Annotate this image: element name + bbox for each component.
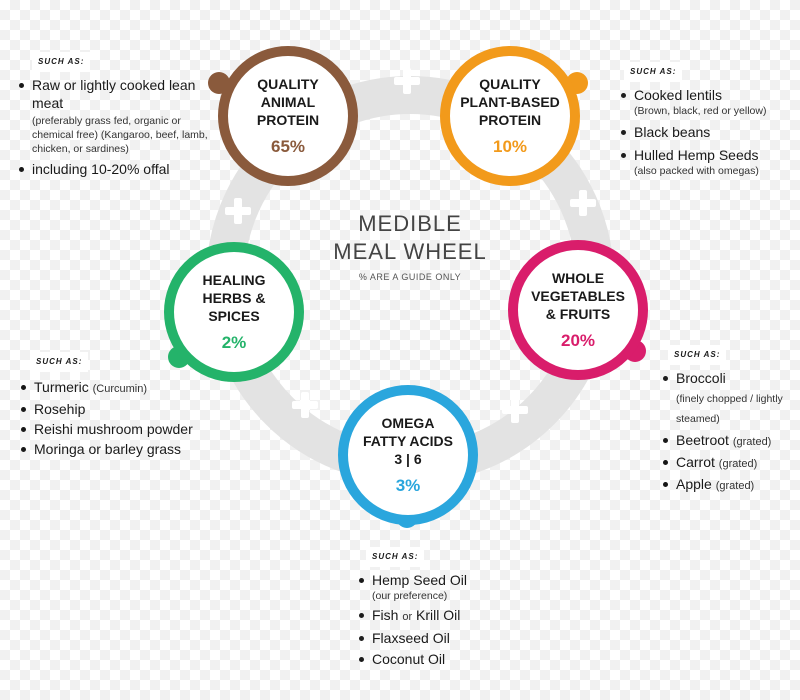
list-item: Moringa or barley grass: [20, 440, 250, 458]
node-label: ANIMAL: [260, 94, 316, 110]
list-item: Apple (grated): [662, 475, 792, 495]
node-label: WHOLE: [551, 270, 605, 286]
node-label: SPICES: [208, 308, 260, 324]
node-label: HEALING: [202, 272, 266, 288]
node-herbs-spices: HEALING HERBS & SPICES 2%: [164, 242, 304, 382]
node-percent: 3%: [395, 476, 421, 495]
node-label: FATTY ACIDS: [363, 433, 453, 449]
list-item: Coconut Oil: [358, 650, 558, 668]
list-item: Reishi mushroom powder: [20, 420, 250, 438]
plus-icon: [223, 196, 253, 226]
plus-icon: [290, 390, 320, 420]
node-label: 3 | 6: [394, 451, 422, 467]
list-item: Turmeric (Curcumin): [20, 378, 250, 398]
list-item: Raw or lightly cooked lean meat (prefera…: [18, 76, 208, 156]
node-label: HERBS &: [202, 290, 266, 306]
node-omega-fatty-acids: OMEGA FATTY ACIDS 3 | 6 3%: [338, 385, 478, 525]
item-note: (grated): [718, 458, 758, 470]
wheel-title: MEDIBLE MEAL WHEEL: [310, 210, 510, 266]
node-label: & FRUITS: [545, 306, 611, 322]
list-item: Fish or Krill Oil: [358, 606, 558, 626]
list-item: Carrot (grated): [662, 453, 792, 473]
such-as-label: SUCH AS:: [366, 547, 425, 567]
item-note: (also packed with omegas): [634, 165, 759, 177]
title-line2: MEAL WHEEL: [333, 239, 487, 264]
list-item: Cooked lentils (Brown, black, red or yel…: [620, 86, 798, 118]
plus-icon: [568, 188, 598, 218]
item-note: (Brown, black, red or yellow): [634, 105, 767, 117]
item-note: (finely chopped / lightly steamed): [676, 393, 783, 425]
list-item: Beetroot (grated): [662, 431, 792, 451]
node-label: QUALITY: [479, 76, 541, 92]
such-as-label: SUCH AS:: [624, 62, 683, 82]
node-label: VEGETABLES: [531, 288, 625, 304]
wheel-subtitle: % ARE A GUIDE ONLY: [358, 272, 462, 282]
list-item: Hemp Seed Oil (our preference): [358, 571, 558, 603]
list-item: Rosehip: [20, 400, 250, 418]
node-label: OMEGA: [381, 415, 435, 431]
node-percent: 65%: [270, 137, 306, 156]
item-note: (grated): [715, 480, 755, 492]
plant-examples: SUCH AS: Cooked lentils (Brown, black, r…: [620, 60, 798, 178]
list-item: including 10-20% offal: [18, 160, 208, 178]
node-label: PROTEIN: [478, 112, 542, 128]
list-item: Black beans: [620, 123, 798, 141]
such-as-label: SUCH AS:: [668, 345, 727, 365]
node-label: PROTEIN: [256, 112, 320, 128]
plus-icon: [392, 66, 422, 96]
node-percent: 10%: [492, 137, 528, 156]
animal-examples: SUCH AS: Raw or lightly cooked lean meat…: [18, 50, 208, 178]
such-as-label: SUCH AS:: [32, 52, 91, 72]
item-note: (our preference): [372, 590, 448, 602]
such-as-label: SUCH AS:: [30, 352, 89, 372]
item-note: (Curcumin): [92, 383, 147, 395]
omega-examples: SUCH AS: Hemp Seed Oil (our preference) …: [358, 545, 558, 668]
node-vegetables-fruits: WHOLE VEGETABLES & FRUITS 20%: [508, 240, 648, 380]
node-percent: 2%: [221, 333, 247, 352]
list-item: Hulled Hemp Seeds (also packed with omeg…: [620, 146, 798, 178]
list-item: Flaxseed Oil: [358, 629, 558, 647]
node-label: QUALITY: [257, 76, 319, 92]
node-plant-protein: QUALITY PLANT-BASED PROTEIN 10%: [440, 46, 580, 186]
node-label: PLANT-BASED: [460, 94, 560, 110]
item-note: (preferably grass fed, organic or chemic…: [32, 115, 208, 155]
node-animal-protein: QUALITY ANIMAL PROTEIN 65%: [218, 46, 358, 186]
item-note: (grated): [732, 436, 772, 448]
node-percent: 20%: [560, 331, 596, 350]
list-item: Broccoli (finely chopped / lightly steam…: [662, 369, 792, 429]
herbs-examples: SUCH AS: Turmeric (Curcumin) Rosehip Rei…: [20, 350, 250, 458]
title-line1: MEDIBLE: [358, 211, 462, 236]
veg-examples: SUCH AS: Broccoli (finely chopped / ligh…: [662, 343, 792, 495]
plus-icon: [500, 395, 530, 425]
